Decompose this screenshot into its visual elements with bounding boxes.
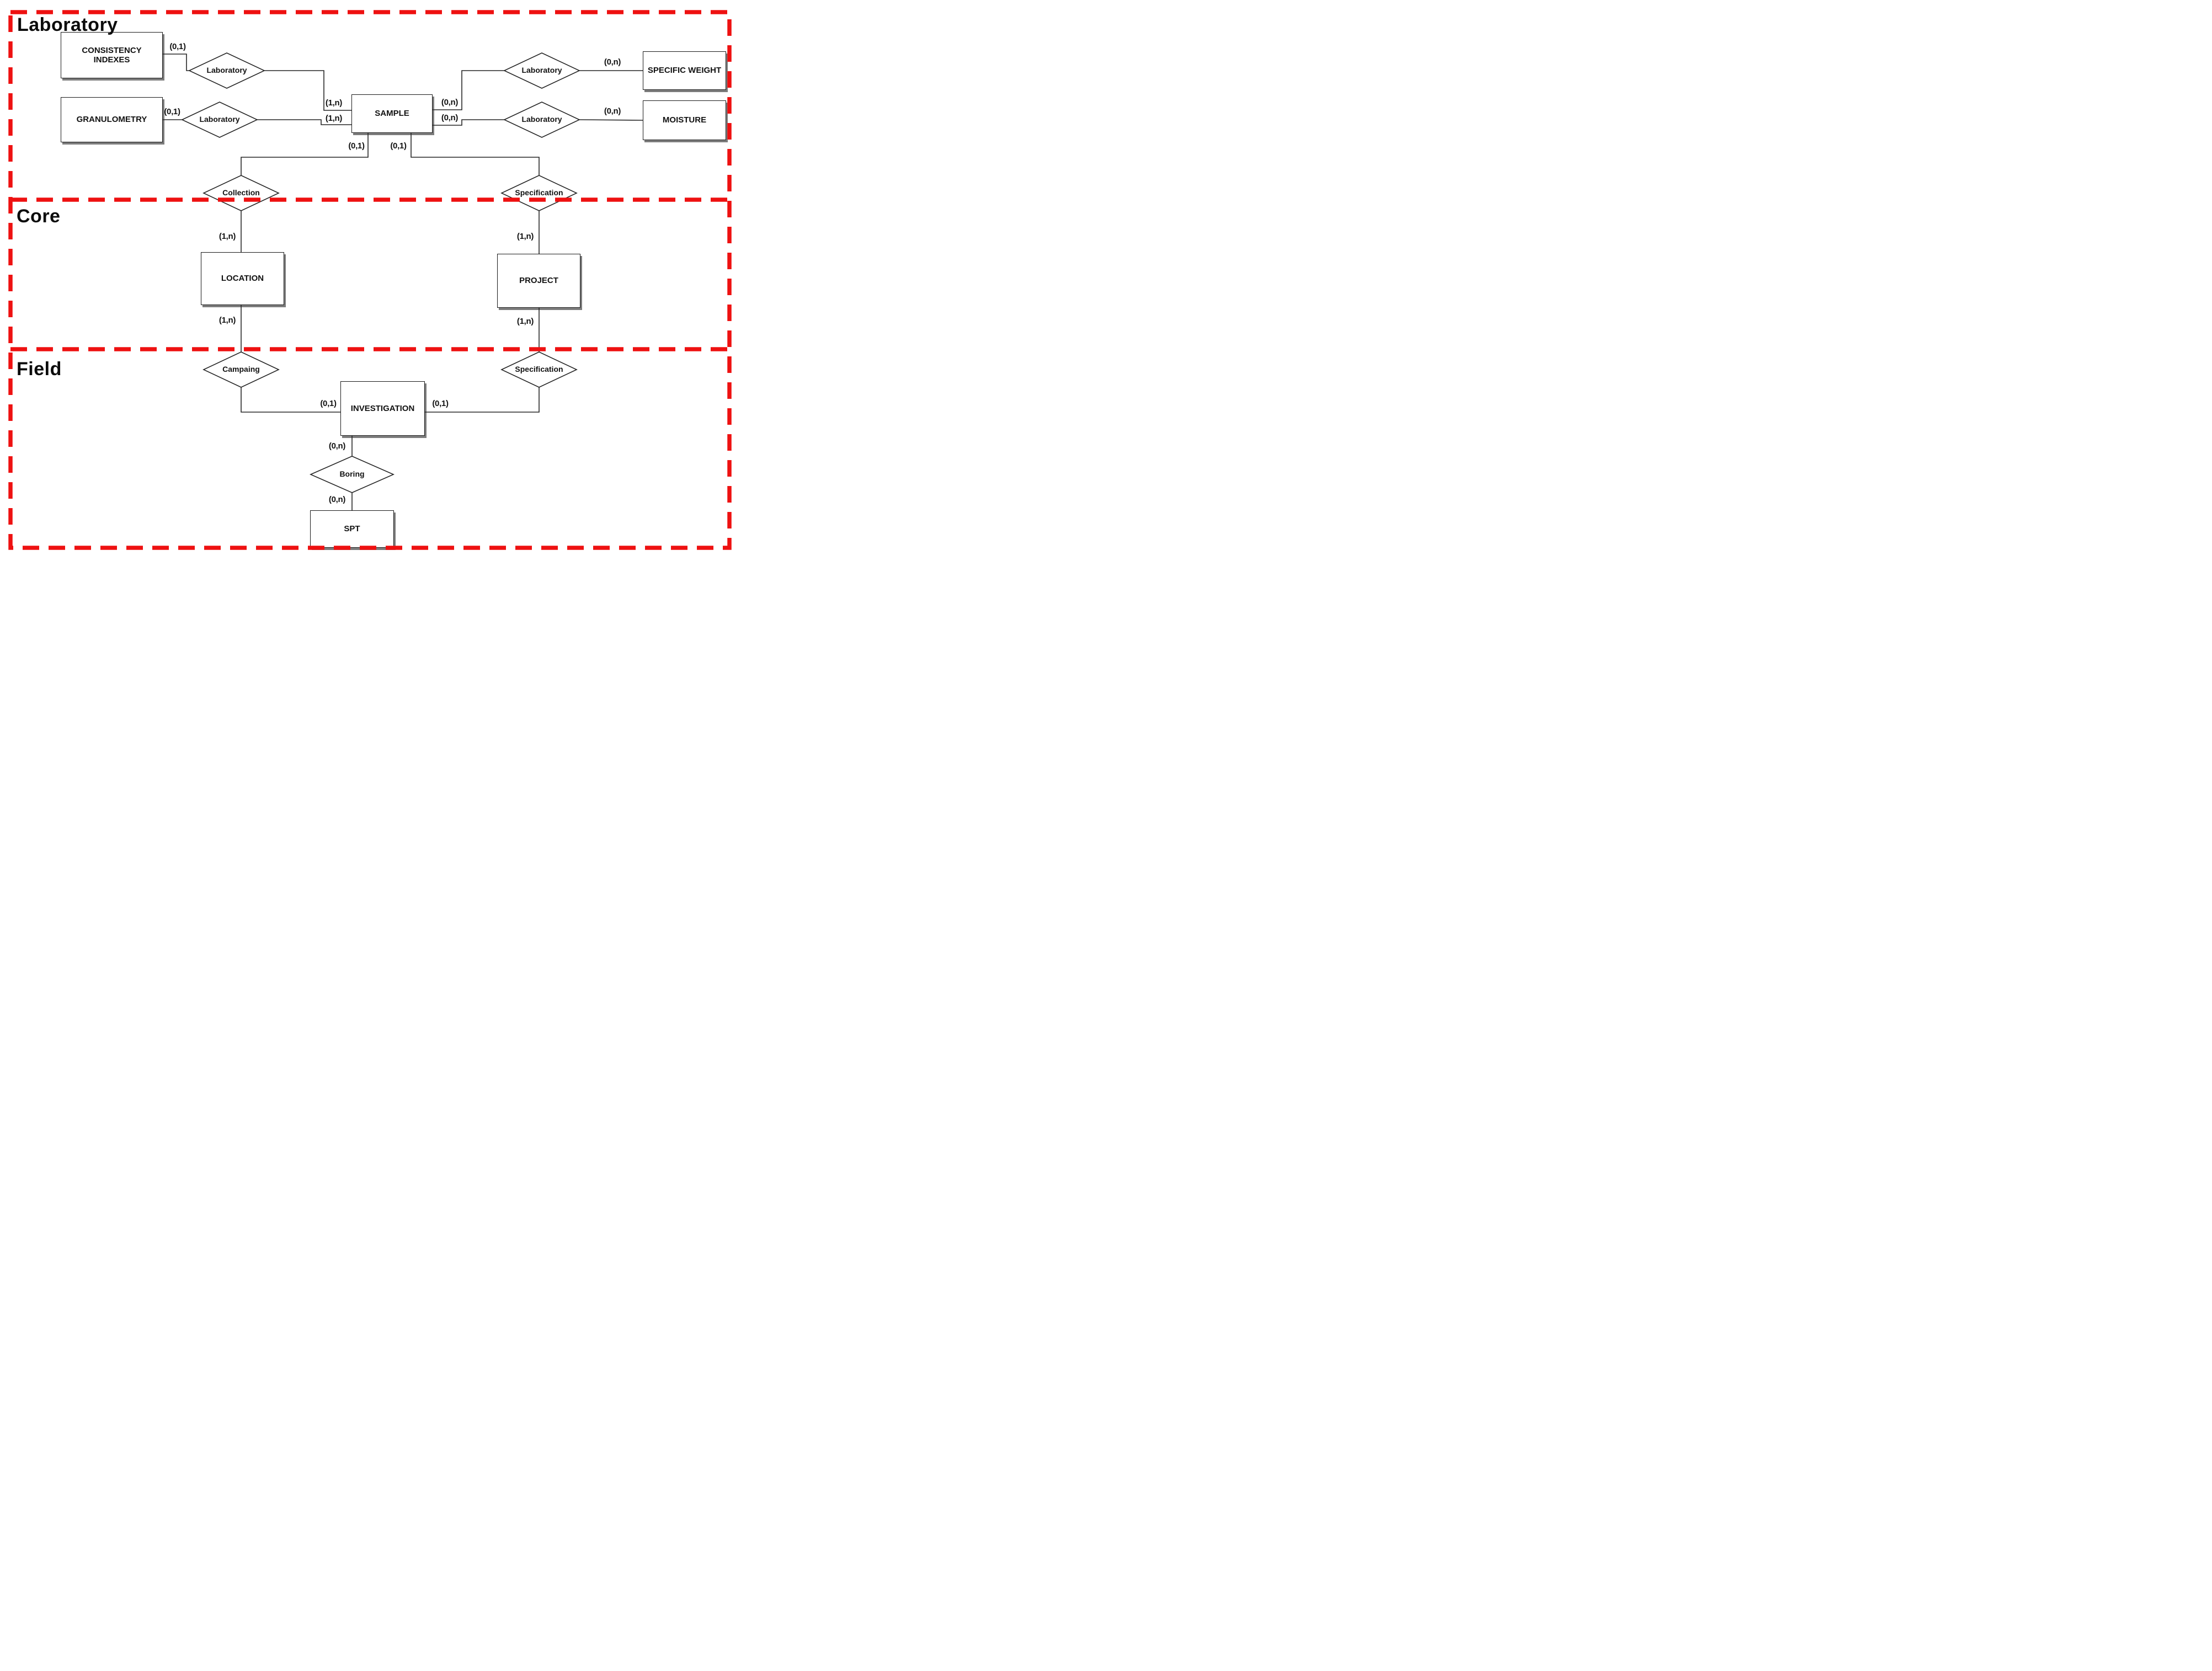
zone-label-laboratory: Laboratory (17, 14, 118, 35)
entity-investigation: INVESTIGATION (340, 381, 425, 436)
cardinality-consistency-laboratory: (0,1) (169, 42, 186, 51)
relationship-label-specification-field: Specification (515, 365, 563, 373)
cardinality-sample-lower-right: (0,n) (441, 113, 459, 122)
cardinality-sample-lower-left: (1,n) (325, 114, 343, 123)
wire-sample-specification (411, 133, 540, 175)
cardinality-sample-upper-right: (0,n) (441, 98, 459, 107)
cardinality-granulometry-laboratory: (0,1) (164, 107, 180, 116)
relationship-label-boring: Boring (339, 469, 365, 478)
entity-spt: SPT (310, 510, 394, 548)
relationship-label-campaing: Campaing (222, 365, 260, 373)
cardinality-sample-specification: (0,1) (390, 141, 407, 151)
cardinality-project-specification-field: (1,n) (516, 317, 534, 326)
cardinality-sample-upper-left: (1,n) (325, 98, 343, 108)
relationship-label-laboratory-3: Laboratory (521, 66, 562, 74)
entity-granulometry: GRANULOMETRY (61, 97, 163, 142)
cardinality-moisture: (0,n) (604, 106, 621, 116)
relationship-label-collection: Collection (222, 188, 260, 197)
cardinality-project-specification: (1,n) (516, 232, 534, 241)
cardinality-specific-weight: (0,n) (604, 57, 621, 67)
er-diagram-canvas: CONSISTENCY INDEXES GRANULOMETRY SAMPLE … (0, 0, 737, 557)
zone-label-core: Core (17, 206, 61, 227)
wire-sample-collection (241, 133, 369, 175)
cardinality-investigation-boring: (0,n) (328, 441, 346, 451)
zone-outer-border (8, 10, 732, 550)
entity-consistency-indexes: CONSISTENCY INDEXES (61, 32, 163, 78)
wire-consistency-laboratory (163, 54, 189, 71)
entity-specific-weight: SPECIFIC WEIGHT (643, 51, 726, 90)
relationship-label-laboratory-4: Laboratory (521, 115, 562, 124)
entity-project: PROJECT (497, 254, 580, 308)
cardinality-location-collection: (1,n) (218, 232, 236, 241)
cardinality-location-campaing: (1,n) (218, 316, 236, 325)
cardinality-investigation-specification: (0,1) (432, 399, 449, 408)
cardinality-investigation-campaing: (0,1) (320, 399, 337, 408)
entity-moisture: MOISTURE (643, 100, 726, 140)
relationship-label-specification-core: Specification (515, 188, 563, 197)
relationship-label-laboratory-1: Laboratory (206, 66, 247, 74)
zone-label-field: Field (17, 359, 62, 380)
entity-location: LOCATION (201, 252, 284, 305)
cardinality-spt-boring: (0,n) (328, 495, 346, 504)
relationship-label-laboratory-2: Laboratory (199, 115, 240, 124)
cardinality-sample-collection: (0,1) (348, 141, 365, 151)
entity-sample: SAMPLE (351, 94, 433, 133)
